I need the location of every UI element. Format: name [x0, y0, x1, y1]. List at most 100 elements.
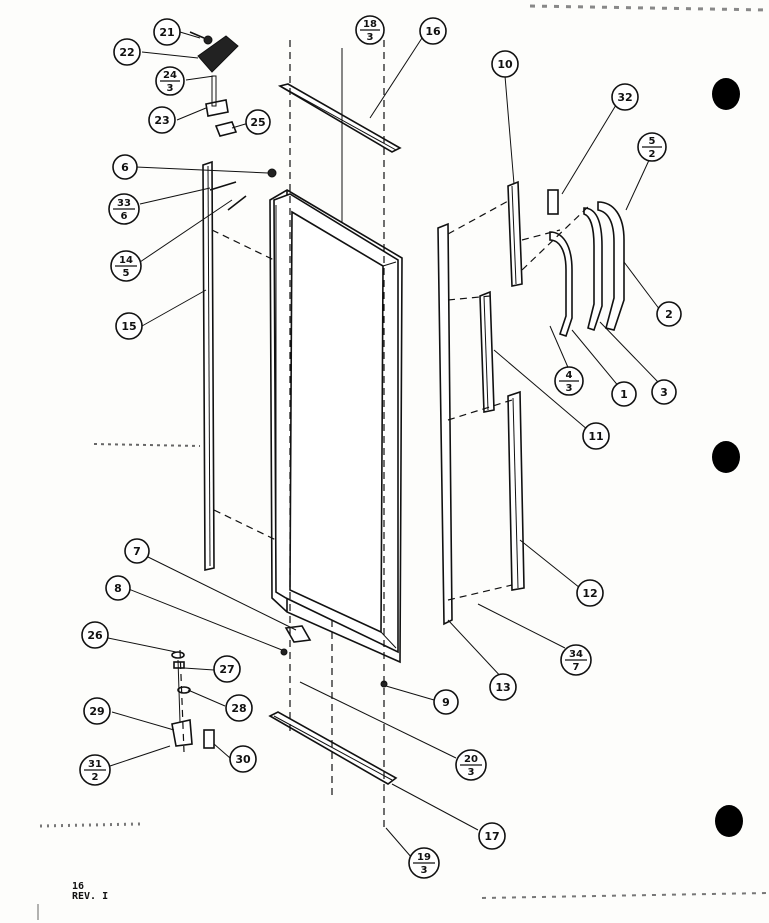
svg-text:23: 23 [154, 114, 169, 127]
svg-text:28: 28 [231, 702, 246, 715]
callout-20-3: 203 [455, 749, 487, 781]
part-15-trim-strip [202, 160, 215, 571]
part-29-hinge-bracket [171, 659, 193, 747]
callout-34-7: 347 [560, 644, 592, 676]
callout-28: 28 [225, 694, 253, 722]
callout-10: 10 [491, 50, 519, 78]
callout-5-2: 52 [637, 132, 667, 162]
svg-text:2: 2 [92, 772, 99, 783]
svg-text:8: 8 [114, 582, 122, 595]
callout-11: 11 [582, 422, 610, 450]
svg-text:9: 9 [442, 696, 450, 709]
callout-23: 23 [148, 106, 176, 134]
svg-text:14: 14 [119, 255, 133, 266]
svg-text:15: 15 [121, 320, 136, 333]
svg-text:30: 30 [235, 753, 251, 766]
callout-1: 1 [611, 381, 637, 407]
callout-32: 32 [611, 83, 639, 111]
part-33-screw [209, 181, 237, 191]
callout-16: 16 [419, 17, 447, 45]
part-12-channel [507, 390, 525, 591]
callout-7: 7 [124, 538, 150, 564]
part-32-clip [547, 189, 559, 215]
callout-19-3: 193 [408, 847, 440, 879]
callout-6: 6 [112, 154, 138, 180]
part-17-bottom-bar [268, 711, 398, 785]
callout-21: 21 [153, 18, 181, 46]
svg-text:18: 18 [363, 19, 377, 30]
hinge-plate-23 [205, 75, 229, 117]
callout-27: 27 [213, 655, 241, 683]
svg-text:33: 33 [117, 198, 131, 209]
callout-26: 26 [81, 621, 109, 649]
svg-text:11: 11 [588, 430, 603, 443]
hinge-bracket-25 [214, 121, 238, 137]
callout-17: 17 [478, 822, 506, 850]
callout-24-3: 243 [155, 66, 185, 96]
svg-text:26: 26 [87, 629, 103, 642]
svg-text:5: 5 [649, 136, 656, 147]
svg-text:3: 3 [167, 83, 174, 94]
callout-12: 12 [576, 579, 604, 607]
binder-hole-middle [712, 441, 740, 473]
svg-text:31: 31 [88, 759, 102, 770]
callout-25: 25 [245, 109, 271, 135]
door-panel [269, 189, 403, 664]
svg-text:6: 6 [121, 211, 128, 222]
svg-text:16: 16 [425, 25, 441, 38]
callout-2: 2 [656, 301, 682, 327]
svg-text:12: 12 [582, 587, 597, 600]
scan-artifacts [37, 4, 769, 920]
callout-22: 22 [113, 38, 141, 66]
part-13-handle-rail [437, 222, 453, 626]
binder-hole-bottom [715, 805, 743, 837]
part-8-pin [280, 648, 288, 656]
alignment-lines [179, 40, 591, 832]
svg-text:2: 2 [665, 308, 673, 321]
hinge-cap-21 [189, 31, 213, 45]
callout-3: 3 [651, 379, 677, 405]
svg-text:4: 4 [566, 370, 573, 381]
part-27-bushing [173, 661, 185, 669]
svg-text:7: 7 [133, 545, 141, 558]
svg-text:20: 20 [464, 754, 478, 765]
callout-8: 8 [105, 575, 131, 601]
svg-text:25: 25 [250, 116, 265, 129]
callout-4-3: 43 [554, 366, 584, 396]
svg-text:3: 3 [367, 32, 374, 43]
page-number: 16 [72, 881, 85, 892]
svg-text:3: 3 [660, 386, 668, 399]
svg-text:2: 2 [649, 149, 656, 160]
part-3-handle-section [583, 207, 603, 332]
svg-text:13: 13 [495, 681, 510, 694]
callout-9: 9 [433, 689, 459, 715]
part-16-top-bar [277, 83, 402, 153]
part-14-screw [227, 195, 247, 211]
svg-text:19: 19 [417, 852, 431, 863]
binder-hole-top [712, 78, 740, 110]
svg-text:3: 3 [421, 865, 428, 876]
svg-text:1: 1 [620, 388, 628, 401]
svg-text:3: 3 [566, 383, 573, 394]
svg-text:17: 17 [484, 830, 499, 843]
page-revision-label: 16 REV. I [72, 882, 108, 902]
callout-30: 30 [229, 745, 257, 773]
svg-text:7: 7 [573, 662, 580, 673]
svg-text:29: 29 [89, 705, 104, 718]
callout-33-6: 336 [108, 193, 140, 225]
callout-13: 13 [489, 673, 517, 701]
svg-text:22: 22 [119, 46, 134, 59]
revision-text: REV. I [72, 891, 109, 902]
hinge-cover-22 [197, 35, 239, 73]
callout-29: 29 [83, 697, 111, 725]
svg-text:21: 21 [159, 26, 174, 39]
svg-text:27: 27 [219, 663, 234, 676]
svg-text:3: 3 [468, 767, 475, 778]
part-30-plate [203, 729, 215, 749]
part-11-channel [479, 290, 495, 413]
callout-14-5: 145 [110, 250, 142, 282]
callout-15: 15 [115, 312, 143, 340]
part-1-handle-section [549, 231, 573, 338]
